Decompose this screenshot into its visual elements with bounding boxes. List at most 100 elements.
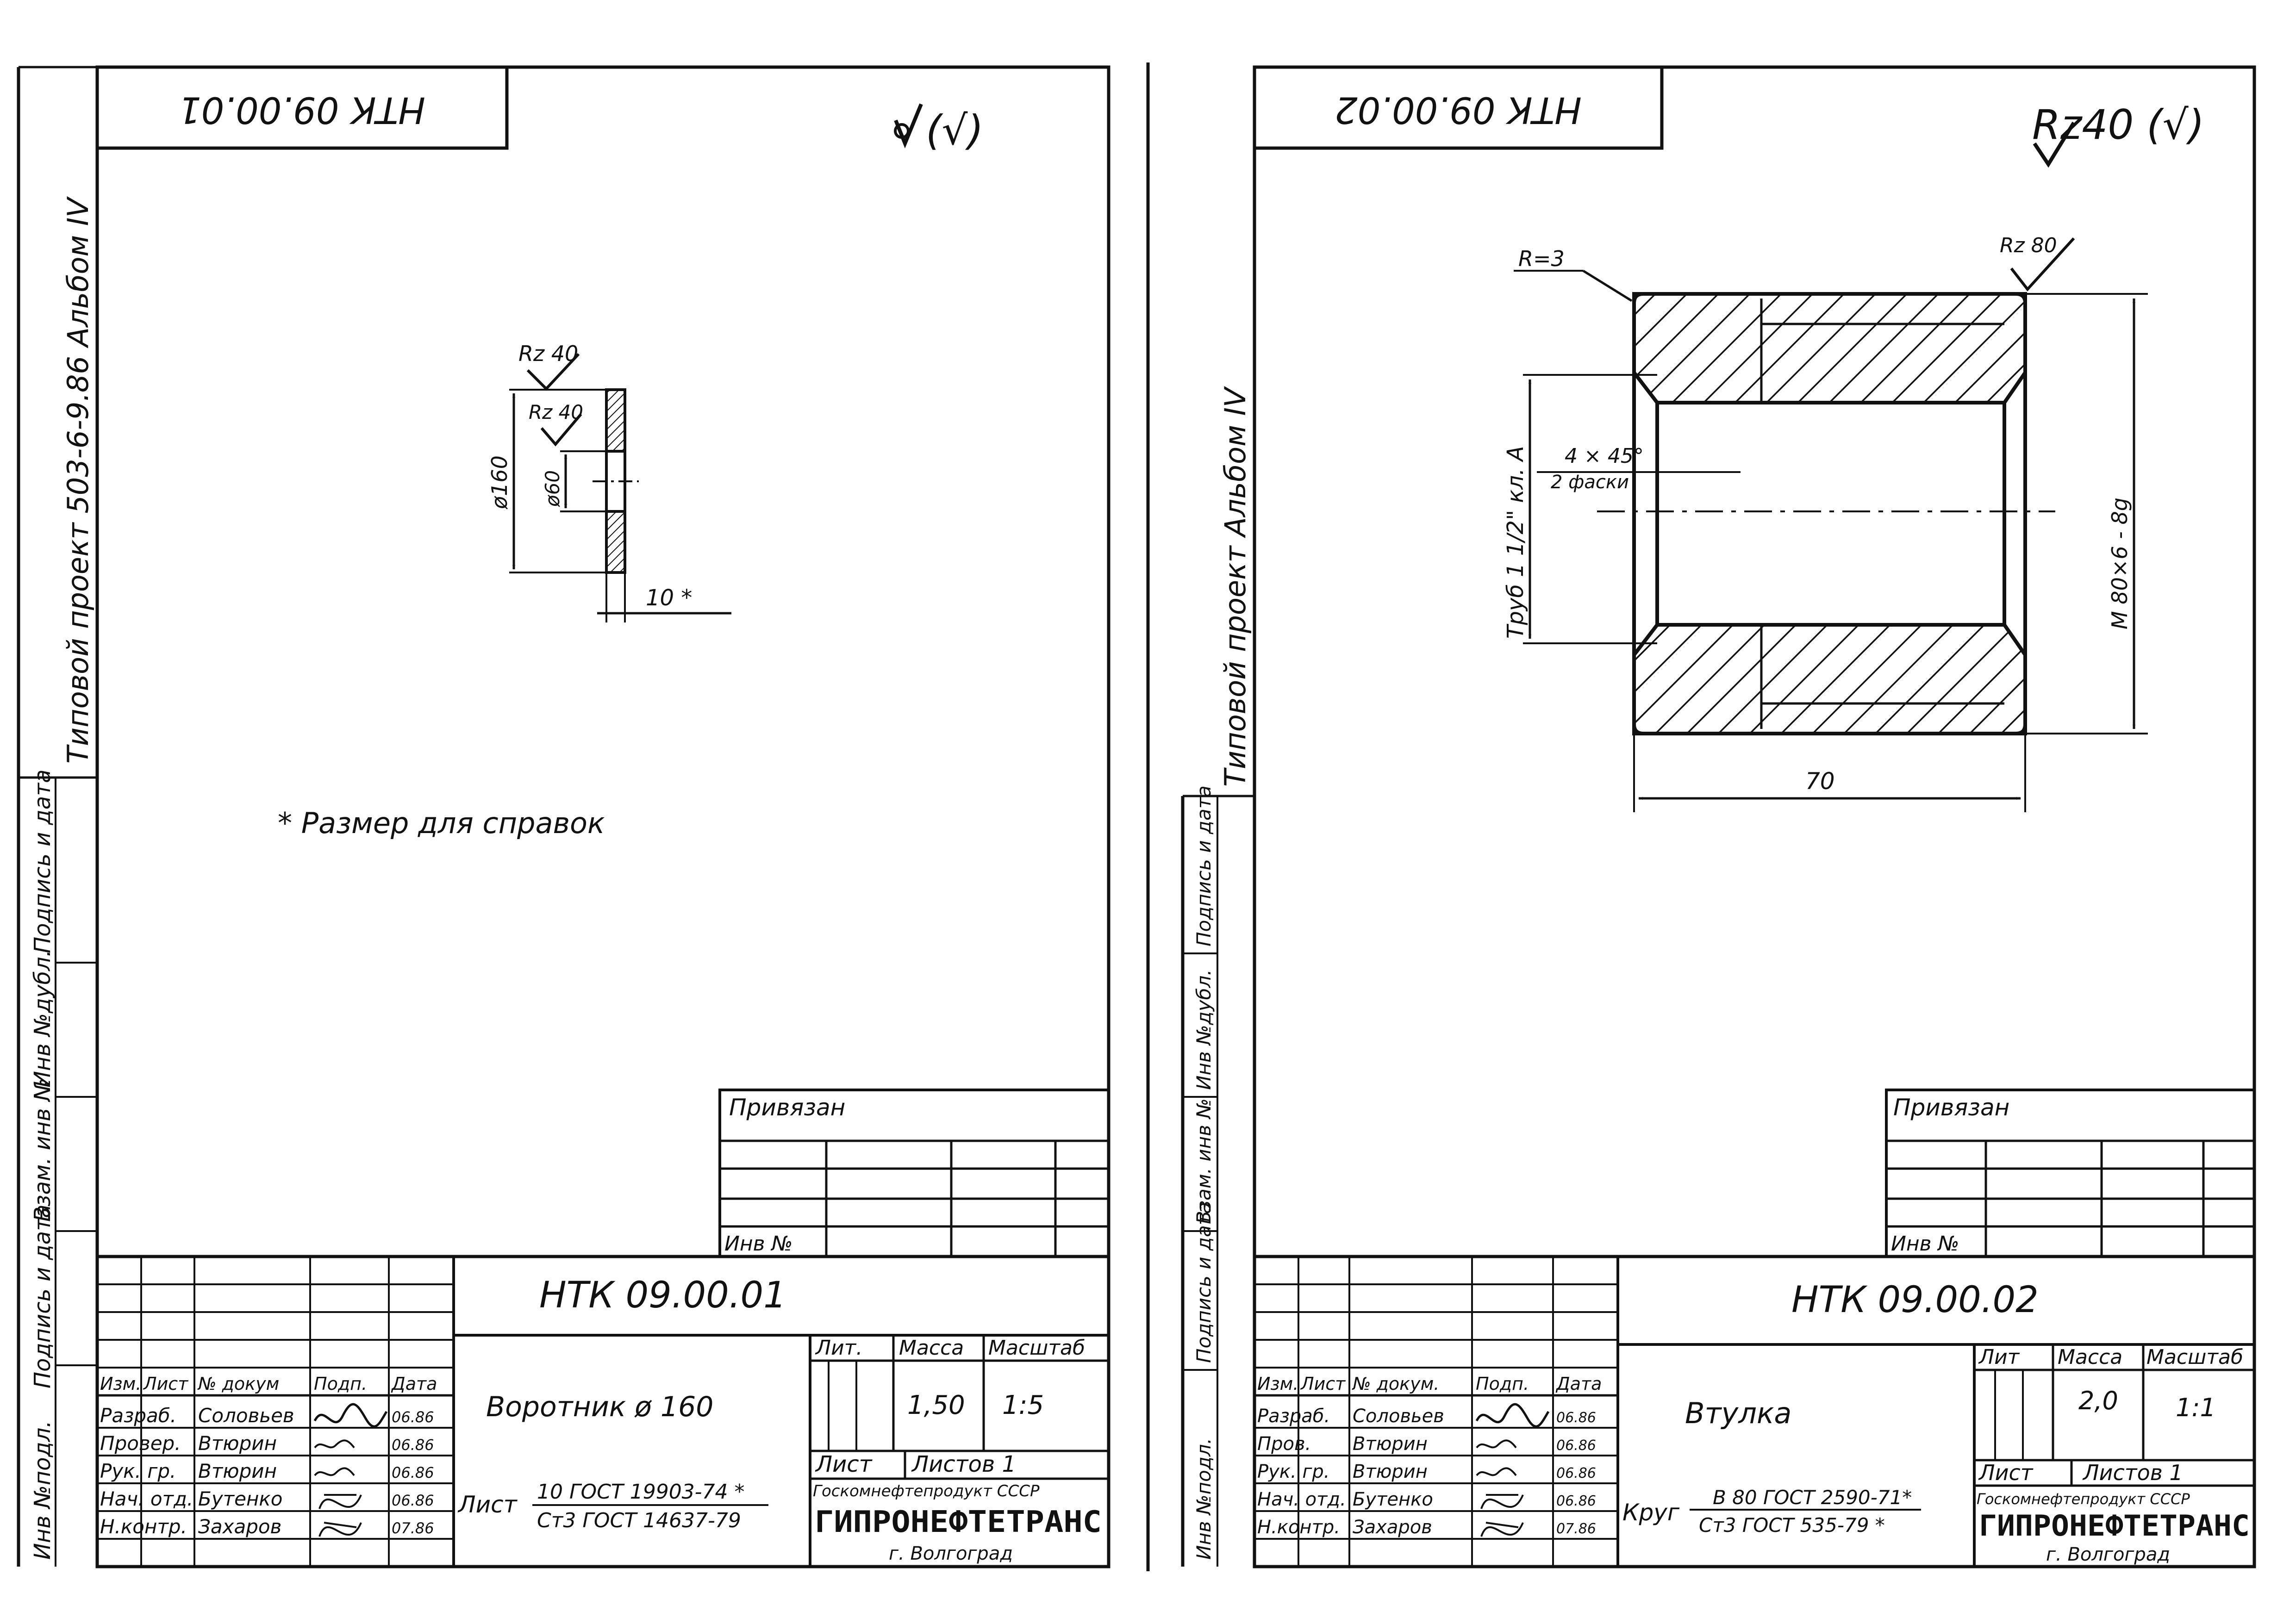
signature-nach [318, 1494, 362, 1509]
hdr-sign: Подп. [314, 1374, 367, 1394]
date-razrab: 06.86 [392, 1408, 434, 1426]
bushing-bottom-wall [1632, 623, 2027, 735]
hdr-sign: Подп. [1476, 1374, 1529, 1394]
name-prover: Втюрин [1353, 1433, 1428, 1455]
hdr-list: Лист [1300, 1374, 1346, 1394]
surface-mark-text: (√) [926, 106, 984, 154]
scale-label: Масштаб [988, 1336, 1085, 1360]
privyazan-label: Привязан [1893, 1094, 2009, 1121]
top-code-box [1253, 65, 1664, 150]
lists-label: Листов 1 [2082, 1460, 2183, 1485]
org-top: Госкомнефтепродукт СССР [1977, 1490, 2190, 1508]
privyazan-block: Привязан Инв № [1885, 1089, 2256, 1258]
name-nkontr: Захаров [1353, 1517, 1432, 1538]
hdr-izm: Изм. [100, 1374, 141, 1394]
top-code-text: НТК 09.00.02 [1335, 89, 1582, 131]
rz-inner-icon [540, 413, 582, 447]
name-nach: Бутенко [198, 1487, 283, 1510]
hdr-date: Дата [1555, 1374, 1602, 1394]
side-label-podpis: Подпись и дата [1192, 1202, 1215, 1363]
title-block: Изм. Лист № докум. Подп. Дата Разраб. Со… [1253, 1255, 2256, 1568]
sheet-right: НТК 09.00.02 Rz40 (√) Типовой проект Аль… [1181, 65, 2256, 1568]
dim-outer: ø160 [487, 455, 512, 510]
mass-label: Масса [899, 1336, 964, 1360]
chamfer-bottom: 2 фаски [1551, 472, 1629, 493]
org-name: ГИПРОНЕФТЕТРАНС [1979, 1509, 2250, 1543]
signature-nach [1480, 1494, 1524, 1509]
role-nach: Нач. отд. [1257, 1489, 1346, 1510]
hdr-date: Дата [391, 1374, 437, 1394]
name-nach: Бутенко [1353, 1489, 1433, 1510]
date-nach: 06.86 [392, 1492, 434, 1509]
thread-outer: М 80×6 - 8g [2107, 498, 2132, 629]
ring-part-drawing: ø160 ø60 10 * Rz 40 Rz 40 [487, 341, 731, 622]
album-label: Типовой проект Альбом IV [1218, 386, 1252, 787]
org-city: г. Волгоград [889, 1543, 1013, 1564]
scale-value: 1:1 [2176, 1393, 2216, 1422]
date-nkontr: 07.86 [392, 1519, 434, 1537]
thread-inner: Труб 1 1/2" кл. А [1503, 446, 1529, 639]
side-label-vzam: Взам. инв № [30, 1078, 56, 1222]
role-razrab: Разраб. [100, 1404, 176, 1427]
doc-code: НТК 09.00.02 [1791, 1279, 2039, 1321]
side-label-inv-podl: Инв №подл. [30, 1420, 56, 1560]
signature-nkontr [1480, 1522, 1524, 1537]
signature-razrab [1475, 1403, 1550, 1428]
material-top: 10 ГОСТ 19903-74 * [537, 1480, 745, 1504]
side-label-podpis-2: Подпись и дата [30, 769, 56, 953]
mass-value: 1,50 [907, 1390, 965, 1420]
material-bottom: Ст3 ГОСТ 535-79 * [1699, 1514, 1885, 1537]
lit-label: Лит [1978, 1345, 2020, 1369]
top-code-text: НТК 09.00.01 [178, 89, 425, 131]
rz-inner: Rz 40 [529, 401, 583, 423]
rz-outer-icon [2010, 237, 2075, 292]
date-nkontr: 07.86 [1556, 1521, 1596, 1537]
top-code-box [95, 65, 509, 150]
signature-ruk [314, 1467, 355, 1476]
dim-length: 70 [1805, 768, 1835, 795]
surface-mark-text: Rz40 (√) [2032, 101, 2204, 149]
privyazan-block: Привязан Инв № [718, 1089, 1110, 1258]
role-prover: Пров. [1257, 1433, 1311, 1455]
date-prover: 06.86 [1556, 1437, 1596, 1454]
date-prover: 06.86 [392, 1436, 434, 1454]
role-razrab: Разраб. [1257, 1406, 1330, 1427]
role-nach: Нач. отд. [100, 1487, 193, 1510]
dim-inner: ø60 [541, 470, 564, 507]
role-nkontr: Н.контр. [1257, 1517, 1340, 1538]
bushing-part-drawing: 70 М 80×6 - 8g Труб 1 1/2" кл. А 4 × 45°… [1503, 234, 2148, 812]
title-block: Изм. Лист № докум Подп. Дата Разраб. Сол… [95, 1255, 1111, 1568]
name-ruk: Втюрин [1353, 1461, 1428, 1482]
role-prover: Провер. [100, 1432, 181, 1455]
role-ruk: Рук. гр. [100, 1460, 176, 1482]
surface-circle-icon [894, 123, 910, 139]
signature-razrab [313, 1403, 388, 1428]
signature-nkontr [318, 1522, 362, 1537]
reference-note: * Размер для справок [278, 806, 605, 840]
date-ruk: 06.86 [392, 1464, 434, 1481]
material-prefix: Лист [457, 1491, 518, 1518]
radius-label: R=3 [1518, 246, 1565, 271]
mass-value: 2,0 [2078, 1386, 2118, 1415]
sheet-left: НТК 09.00.01 (√) Типовой проект 503-6-9.… [17, 62, 1150, 1571]
surface-check-icon [2033, 121, 2076, 168]
scale-label: Масштаб [2146, 1345, 2243, 1369]
privyazan-label: Привязан [729, 1094, 845, 1121]
name-nkontr: Захаров [198, 1515, 281, 1538]
hdr-doc: № докум. [1352, 1374, 1439, 1394]
date-nach: 06.86 [1556, 1493, 1596, 1509]
side-label-podpis-2: Подпись и дата [1192, 785, 1215, 946]
doc-code: НТК 09.00.01 [539, 1275, 786, 1316]
inv-no-label: Инв № [724, 1232, 792, 1256]
name-razrab: Соловьев [1353, 1406, 1444, 1427]
hdr-list: Лист [143, 1374, 189, 1394]
inv-no-label: Инв № [1891, 1232, 1959, 1256]
surface-check-icon [894, 103, 923, 149]
side-label-podpis: Подпись и дата [30, 1204, 56, 1388]
bushing-top-wall [1632, 292, 2027, 404]
date-razrab: 06.86 [1556, 1410, 1596, 1426]
radius-leader [1582, 269, 1633, 302]
role-nkontr: Н.контр. [100, 1515, 187, 1538]
part-name: Втулка [1685, 1396, 1791, 1430]
